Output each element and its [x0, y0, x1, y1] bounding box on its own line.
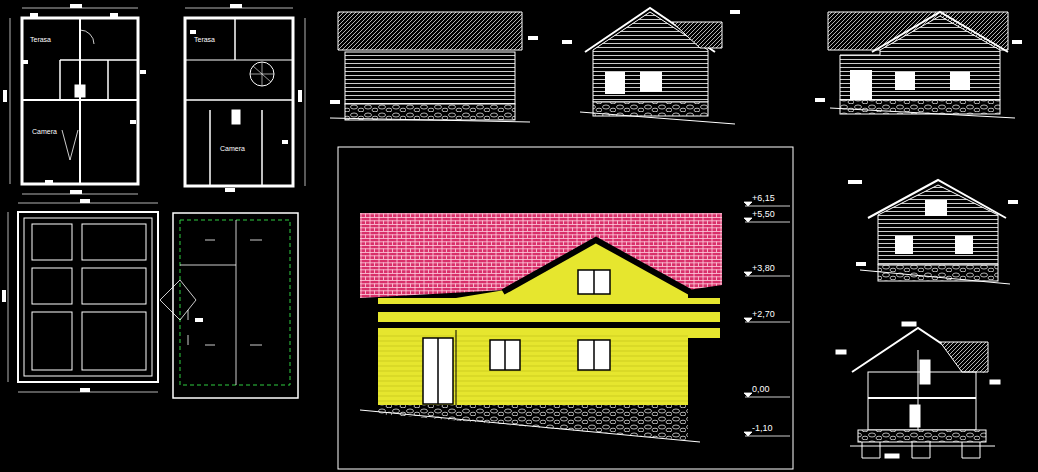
dimension-tags — [3, 4, 146, 194]
side-elevation-small — [848, 180, 1018, 284]
dimension-tags — [2, 199, 90, 392]
level-mark: -1,10 — [752, 424, 773, 433]
ground-floor-plan — [10, 8, 138, 194]
room-name: Terasa — [194, 36, 215, 43]
roof-plan — [160, 213, 298, 398]
side-elevation — [330, 12, 538, 122]
level-mark: +5,50 — [752, 210, 775, 219]
room-name: Terasa — [30, 36, 51, 43]
level-mark: +3,80 — [752, 264, 775, 273]
level-mark: 0,00 — [752, 385, 770, 394]
cross-section — [836, 322, 1000, 458]
foundation-plan — [8, 203, 158, 392]
level-mark: +2,70 — [752, 310, 775, 319]
room-name: Camera — [32, 128, 57, 135]
sheet-frame — [338, 147, 793, 469]
main-elevation — [360, 202, 790, 442]
rear-elevation — [815, 12, 1022, 118]
room-name: Camera — [220, 145, 245, 152]
siding-line — [378, 336, 688, 337]
level-mark: +6,15 — [752, 194, 775, 203]
gable-elevation — [562, 8, 740, 124]
dimension-tags — [190, 4, 302, 192]
upper-floor-plan — [185, 8, 305, 186]
